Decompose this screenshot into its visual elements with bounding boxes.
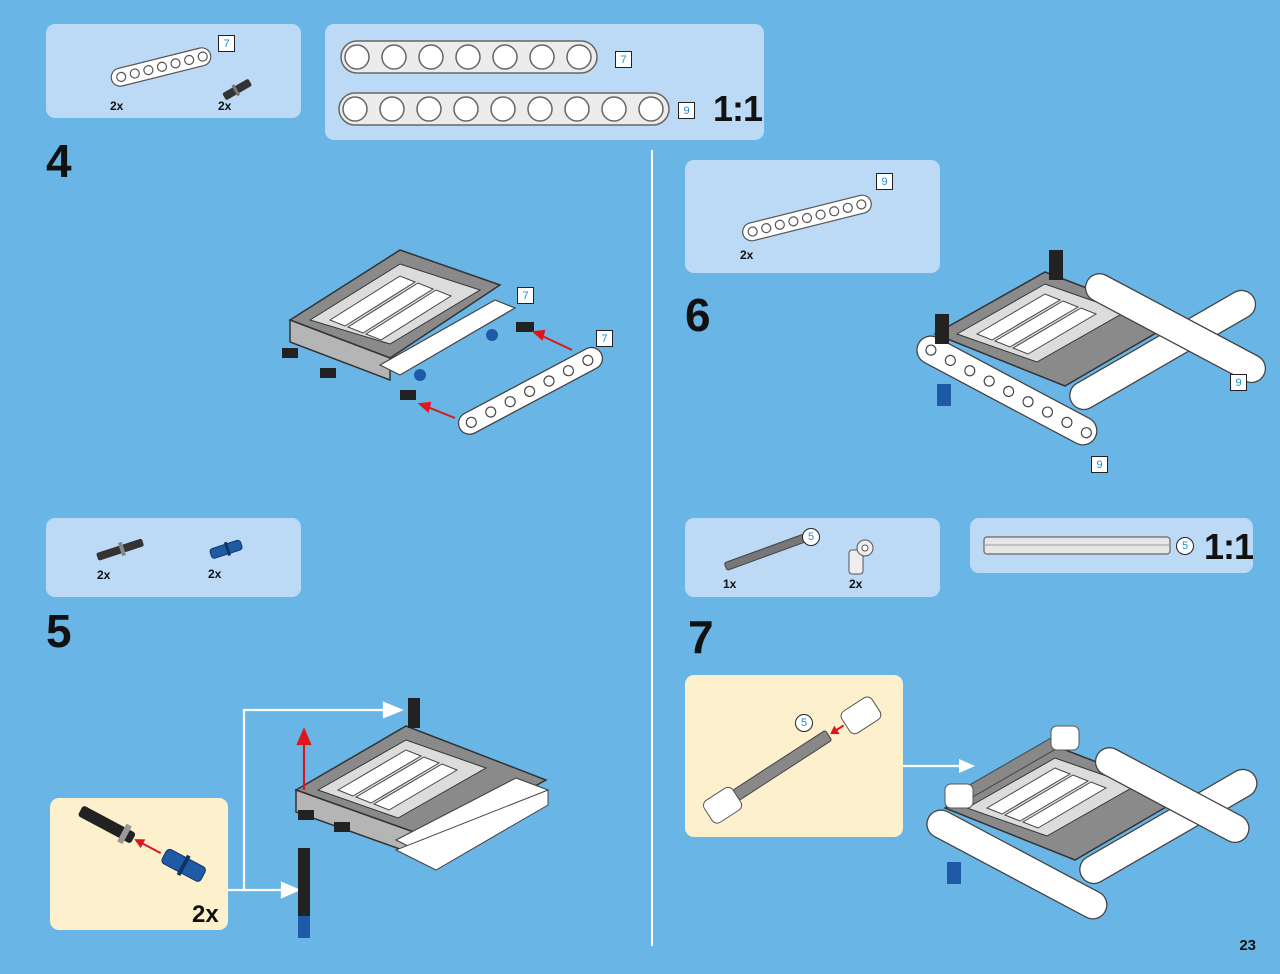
beam-hole (944, 354, 956, 367)
assembly-step7 (926, 725, 1258, 920)
beam-hole (416, 96, 442, 122)
beam-9-part (742, 194, 872, 242)
beam-hole (490, 96, 516, 122)
part-qty: 2x (849, 577, 863, 591)
part-qty: 2x (208, 567, 222, 581)
beam-hole (601, 96, 627, 122)
beam-hole (527, 96, 553, 122)
beam-hole (342, 96, 368, 122)
blue-pin-part (209, 539, 243, 559)
sub-assembly-callout-step5: 2x (50, 798, 228, 930)
beam-hole (418, 44, 444, 70)
beam-hole (564, 96, 590, 122)
connector-lines-step5 (228, 701, 404, 899)
sub-assembly-callout-step7: 5 (685, 675, 903, 837)
length-label-5: 5 (795, 714, 813, 732)
axle-5-scale (983, 536, 1171, 555)
pin-assembly-detail (78, 806, 206, 882)
assembly-step6 (916, 250, 1267, 446)
length-label-9: 9 (876, 173, 893, 190)
connector-line-step7 (903, 759, 975, 773)
part-qty: 2x (97, 568, 111, 582)
beam-hole (1003, 385, 1015, 398)
length-label-9: 9 (1091, 456, 1108, 473)
beam-hole (381, 44, 407, 70)
long-pin-part (96, 538, 144, 561)
assembly-step4 (282, 249, 604, 435)
parts-panel-step5: 2x 2x (46, 518, 301, 597)
length-label-7: 7 (596, 330, 613, 347)
page-number: 23 (1239, 937, 1256, 954)
beam-hole (964, 365, 976, 377)
length-label-7: 7 (218, 35, 235, 52)
scale-panel-step7: 5 1:1 (970, 518, 1254, 573)
beam-hole (983, 375, 995, 387)
length-label-9: 9 (678, 102, 695, 119)
angle-connector-part (848, 539, 874, 575)
parts-panel-step4: 7 2x 2x (46, 24, 301, 118)
beam-hole (1022, 396, 1034, 408)
parts-panel-step7: 5 1x 2x (685, 518, 940, 597)
beam-9-scale (338, 92, 670, 126)
scale-label: 1:1 (1204, 526, 1254, 567)
beam-hole (1041, 406, 1054, 418)
part-qty: 2x (740, 248, 754, 262)
beam-hole (638, 96, 664, 122)
column-divider (651, 150, 653, 946)
multiplier-label: 2x (192, 901, 219, 928)
length-label-7: 7 (615, 51, 632, 68)
beam-7-scale (340, 40, 598, 74)
axle-connector-detail (703, 696, 882, 824)
step-number: 7 (688, 611, 714, 663)
beam-hole (453, 96, 479, 122)
step-number: 6 (685, 289, 711, 341)
beam-hole (492, 44, 518, 70)
part-qty: 2x (110, 99, 124, 113)
axle-5-part (724, 534, 806, 571)
beam-hole (379, 96, 405, 122)
parts-panel-step6: 9 2x (685, 160, 940, 273)
step-number: 5 (46, 605, 72, 657)
scale-panel-step4: 7 9 1:1 (325, 24, 764, 140)
length-label-7: 7 (517, 287, 534, 304)
pin-part (222, 79, 252, 100)
step-number: 4 (46, 135, 72, 187)
beam-hole (1080, 427, 1092, 439)
beam-hole (925, 344, 937, 356)
assembly-step5 (294, 698, 550, 938)
beam-hole (529, 44, 555, 70)
length-label-9: 9 (1230, 374, 1247, 391)
scale-label: 1:1 (713, 88, 763, 129)
length-label-5: 5 (1176, 537, 1194, 555)
length-label-5: 5 (802, 528, 820, 546)
beam-7-part (110, 47, 212, 87)
beam-hole (344, 44, 370, 70)
beam-hole (566, 44, 592, 70)
part-qty: 2x (218, 99, 232, 113)
beam-hole (455, 44, 481, 70)
part-qty: 1x (723, 577, 737, 591)
beam-hole (1061, 416, 1073, 428)
